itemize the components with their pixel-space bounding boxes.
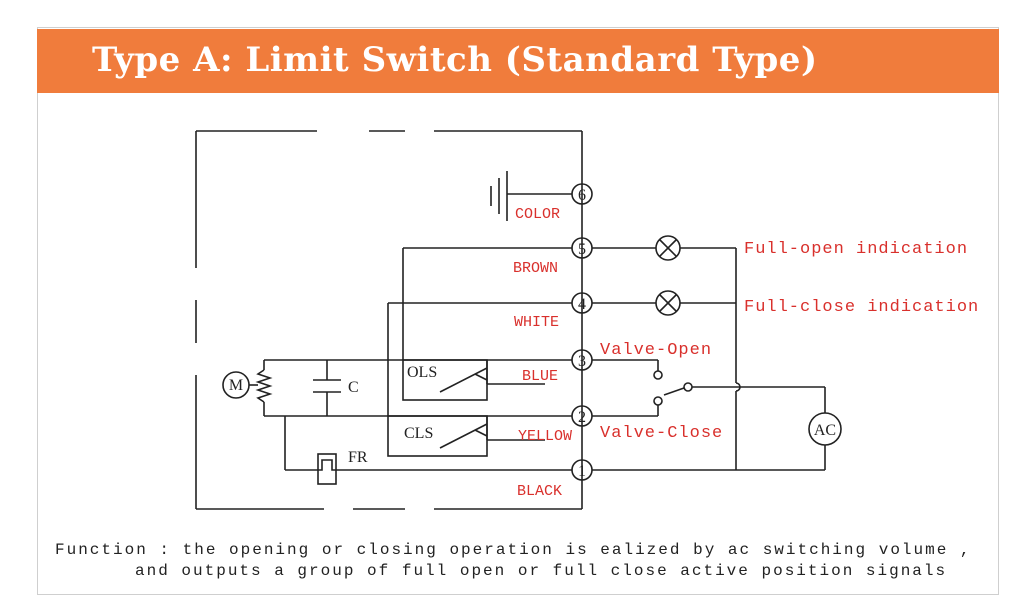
- cls-switch: [387, 415, 545, 457]
- wire-label-yellow: YELLOW: [518, 428, 572, 445]
- full-open-indication-label: Full-open indication: [744, 240, 968, 259]
- svg-text:1: 1: [578, 463, 586, 480]
- wire-label-black: BLACK: [517, 483, 562, 500]
- valve-close-label: Valve-Close: [600, 424, 723, 443]
- capacitor-label: C: [348, 379, 359, 396]
- caption-line-2: and outputs a group of full open or full…: [135, 562, 948, 580]
- svg-text:6: 6: [578, 187, 586, 204]
- page-title: Type A: Limit Switch (Standard Type): [92, 40, 818, 80]
- valve-selector-switch: [592, 359, 826, 417]
- caption-line-1: Function : the opening or closing operat…: [55, 541, 972, 559]
- thermal-protector-icon: [317, 453, 337, 485]
- ols-switch: [402, 359, 545, 401]
- title-banner: [37, 29, 999, 93]
- terminal-6: 6: [571, 183, 593, 205]
- terminal-2: 2: [571, 405, 593, 427]
- wire-label-color: COLOR: [515, 206, 560, 223]
- terminal-5: 5: [571, 237, 593, 259]
- ols-label: OLS: [407, 364, 437, 381]
- motor-label: M: [229, 377, 243, 394]
- wire-label-brown: BROWN: [513, 260, 558, 277]
- valve-open-label: Valve-Open: [600, 341, 712, 360]
- wire-label-white: WHITE: [514, 314, 559, 331]
- cls-label: CLS: [404, 425, 433, 442]
- ac-source-icon: [592, 412, 842, 471]
- enclosure-outline: [195, 130, 582, 510]
- svg-text:3: 3: [578, 353, 586, 370]
- full-close-indication-label: Full-close indication: [744, 298, 979, 317]
- svg-text:5: 5: [578, 241, 586, 258]
- svg-text:4: 4: [578, 296, 586, 313]
- full-close-lamp-icon: [655, 290, 681, 316]
- motor-icon: [222, 371, 250, 399]
- ground-symbol: [490, 171, 572, 221]
- indication-wiring: [387, 247, 741, 470]
- terminal-1: 1: [571, 459, 593, 481]
- svg-text:2: 2: [578, 409, 586, 426]
- ac-label: AC: [814, 422, 836, 439]
- terminal-3: 3: [571, 349, 593, 371]
- wire-label-blue: BLUE: [522, 368, 558, 385]
- diagram-frame: [37, 27, 999, 595]
- terminal-4: 4: [571, 292, 593, 314]
- full-open-lamp-icon: [655, 235, 681, 261]
- fr-label: FR: [348, 449, 368, 466]
